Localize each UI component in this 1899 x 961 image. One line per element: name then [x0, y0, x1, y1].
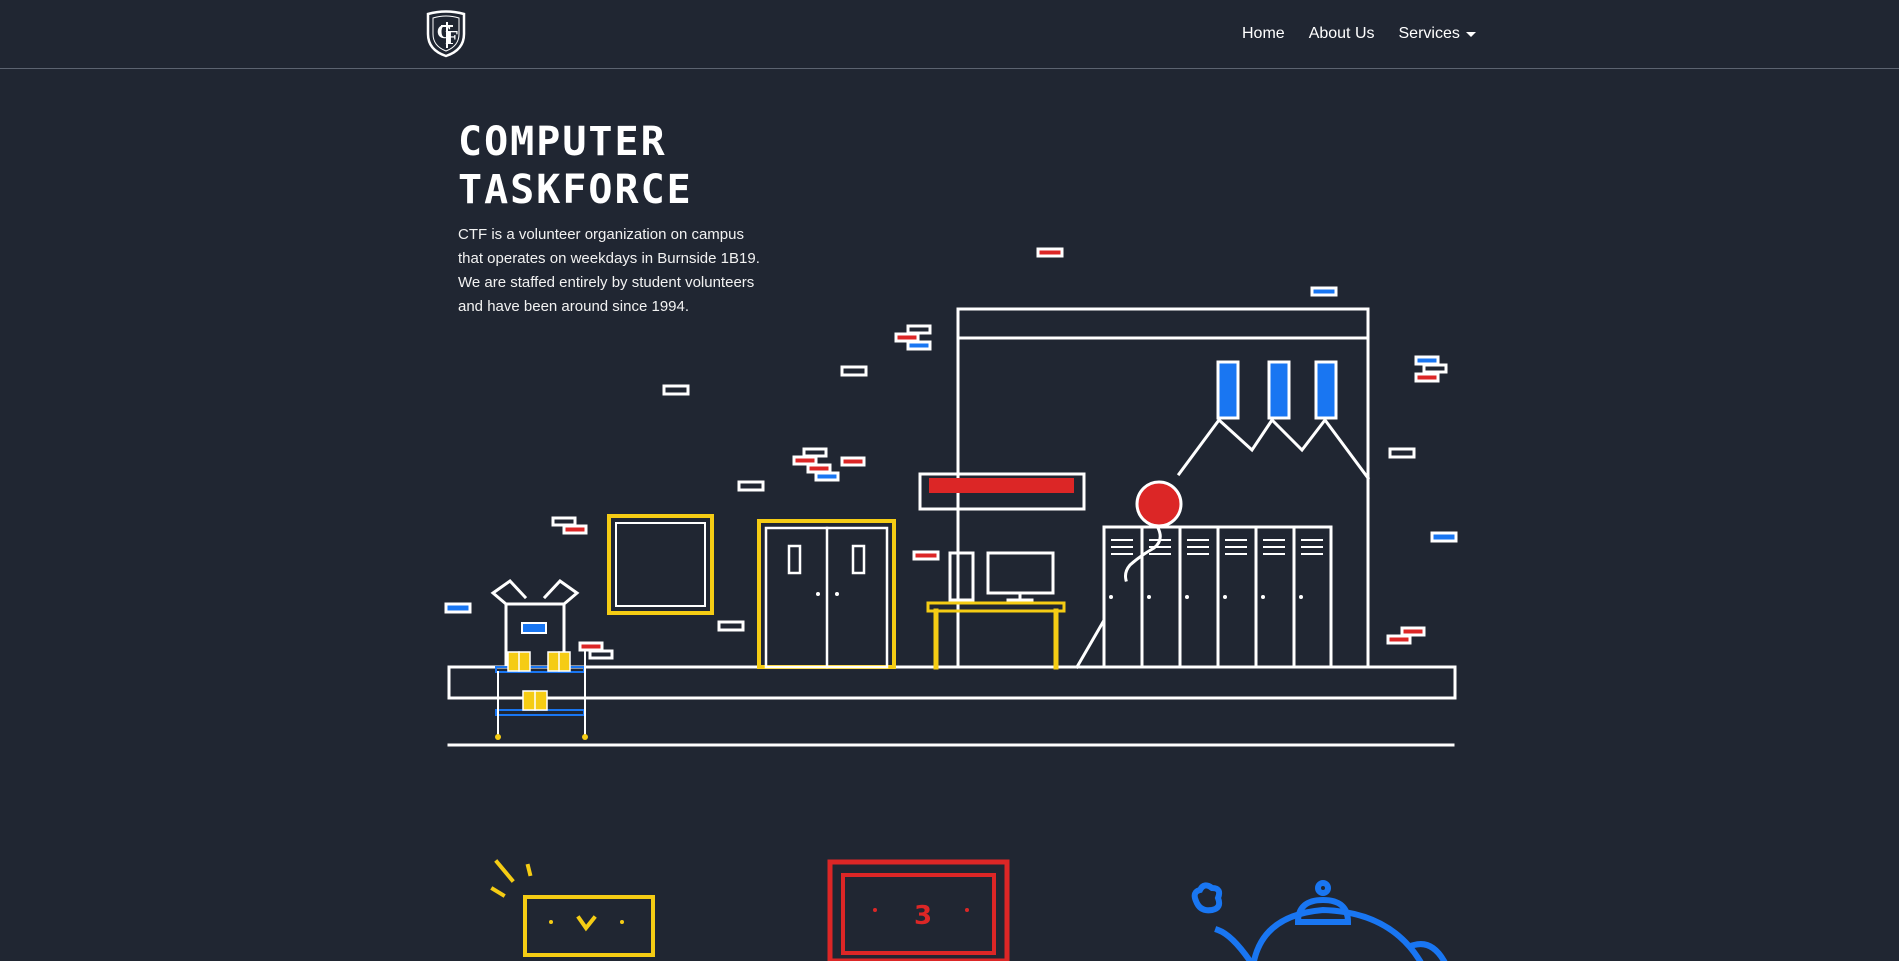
computer-desk	[926, 551, 1066, 670]
svg-text:F: F	[445, 28, 458, 49]
hero-description: CTF is a volunteer organization on campu…	[458, 226, 760, 315]
navbar: C F Home About Us Services	[0, 0, 1899, 69]
lightbulb-box-icon	[490, 859, 655, 957]
ctf-crest-logo[interactable]: C F	[424, 8, 468, 58]
nav-home-label: Home	[1242, 25, 1285, 42]
balloon	[1124, 480, 1183, 582]
double-door	[757, 519, 896, 669]
caret-down-icon	[1465, 32, 1476, 37]
page-title-line2: TASKFORCE	[458, 167, 693, 213]
lockers	[1074, 525, 1333, 670]
cart-with-box	[490, 579, 588, 740]
shield-icon: C F	[426, 10, 466, 58]
nav-services-dropdown[interactable]: Services	[1387, 24, 1488, 44]
picture-frame	[607, 514, 714, 615]
page-title-line1: COMPUTER	[458, 119, 667, 165]
floating-bricks-decoration	[444, 247, 1458, 660]
floor-shelf	[447, 665, 1457, 747]
room-outline	[956, 307, 1370, 669]
clock-digit: 3	[914, 901, 932, 931]
nav-links: Home About Us Services	[1230, 24, 1488, 44]
red-sign	[918, 472, 1086, 511]
clock-sign-icon: 3	[827, 859, 1010, 961]
nav-services-label: Services	[1398, 25, 1460, 42]
page-title: COMPUTER TASKFORCE	[458, 118, 778, 214]
nav-about-link[interactable]: About Us	[1297, 24, 1387, 44]
nav-about-label: About Us	[1308, 25, 1375, 42]
hanging-lamps	[1176, 360, 1371, 481]
nav-home-link[interactable]: Home	[1230, 24, 1297, 44]
teapot-icon	[1191, 880, 1448, 961]
